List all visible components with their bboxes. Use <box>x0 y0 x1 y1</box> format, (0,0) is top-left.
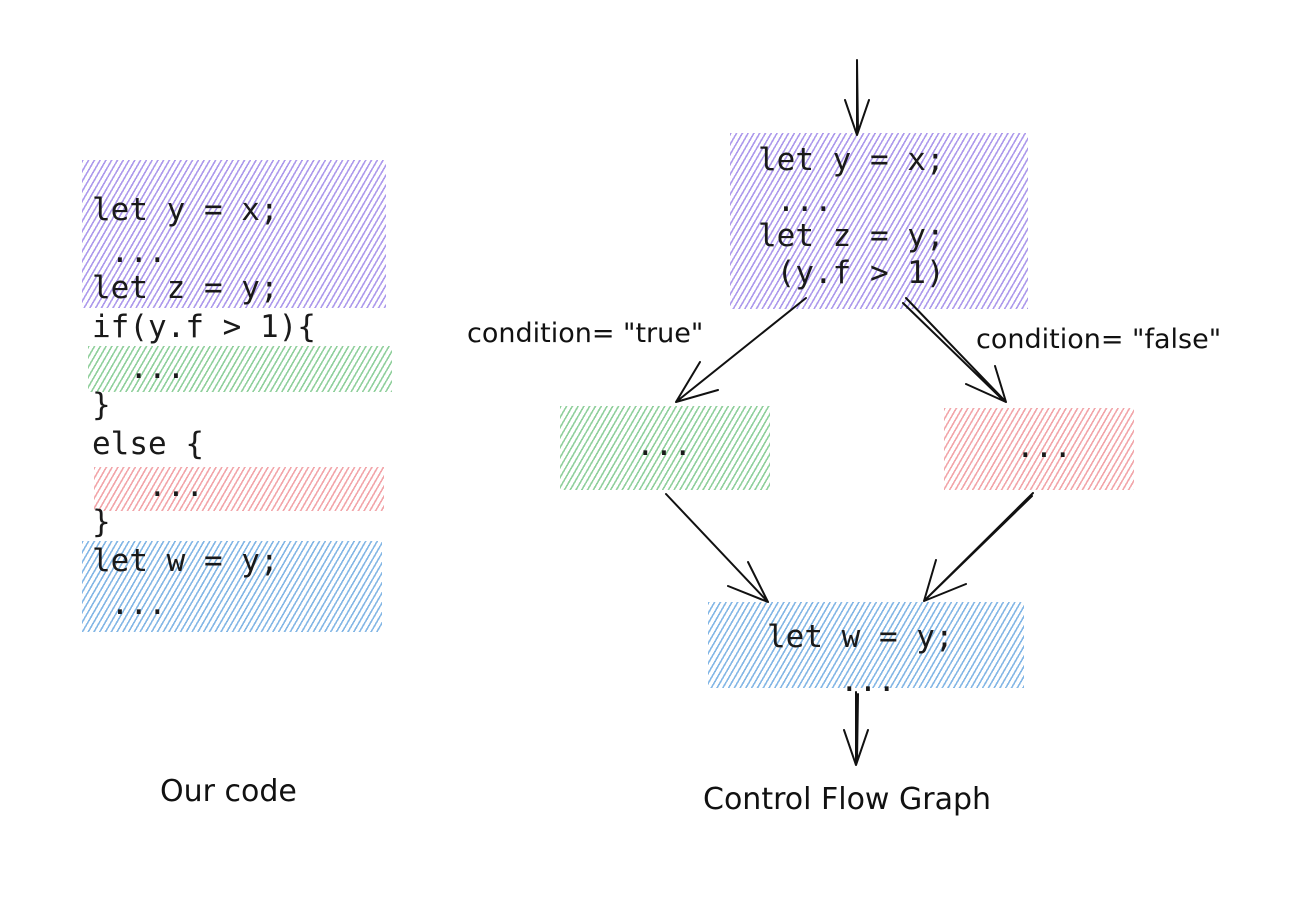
exit-arrow <box>843 691 869 766</box>
code-line-1: let y = x; <box>92 192 279 228</box>
code-caption: Our code <box>160 774 297 809</box>
true-edge-label: condition= "true" <box>467 318 704 349</box>
cfg-true-text: ... <box>636 427 692 463</box>
code-line-4: if(y.f > 1){ <box>92 309 316 345</box>
code-line-10: let w = y; <box>92 543 279 579</box>
cfg-exit-line-1: let w = y; <box>767 619 954 655</box>
code-line-6: } <box>92 387 111 423</box>
code-highlight-purple <box>82 160 386 308</box>
code-highlight-blue <box>82 541 382 632</box>
true-to-exit-arrow <box>665 493 769 603</box>
entry-arrow <box>844 59 870 136</box>
code-highlight-green <box>88 346 392 392</box>
cfg-entry-line-4: (y.f > 1) <box>758 255 945 291</box>
cfg-exit-line-2: ... <box>840 663 896 699</box>
cfg-entry-line-1: let y = x; <box>758 142 945 178</box>
code-line-3: let z = y; <box>92 270 279 306</box>
code-line-8: ... <box>92 468 204 504</box>
cfg-false-block <box>944 408 1134 490</box>
false-edge-arrow <box>902 297 1007 403</box>
code-highlight-red <box>94 467 384 511</box>
code-line-11: ... <box>92 586 167 622</box>
code-line-2: ... <box>92 234 167 270</box>
cfg-exit-block <box>708 602 1024 688</box>
true-edge-arrow <box>675 297 807 403</box>
cfg-entry-block <box>730 133 1028 309</box>
cfg-entry-line-3: let z = y; <box>758 218 945 254</box>
false-edge-label: condition= "false" <box>976 324 1222 355</box>
false-to-exit-arrow <box>923 492 1034 602</box>
cfg-true-block <box>560 406 770 490</box>
cfg-entry-line-2: ... <box>758 183 833 219</box>
code-line-5: ... <box>92 350 186 386</box>
cfg-caption: Control Flow Graph <box>703 782 992 817</box>
code-line-9: } <box>92 504 111 540</box>
code-line-7: else { <box>92 426 204 462</box>
cfg-false-text: ... <box>1016 429 1072 465</box>
